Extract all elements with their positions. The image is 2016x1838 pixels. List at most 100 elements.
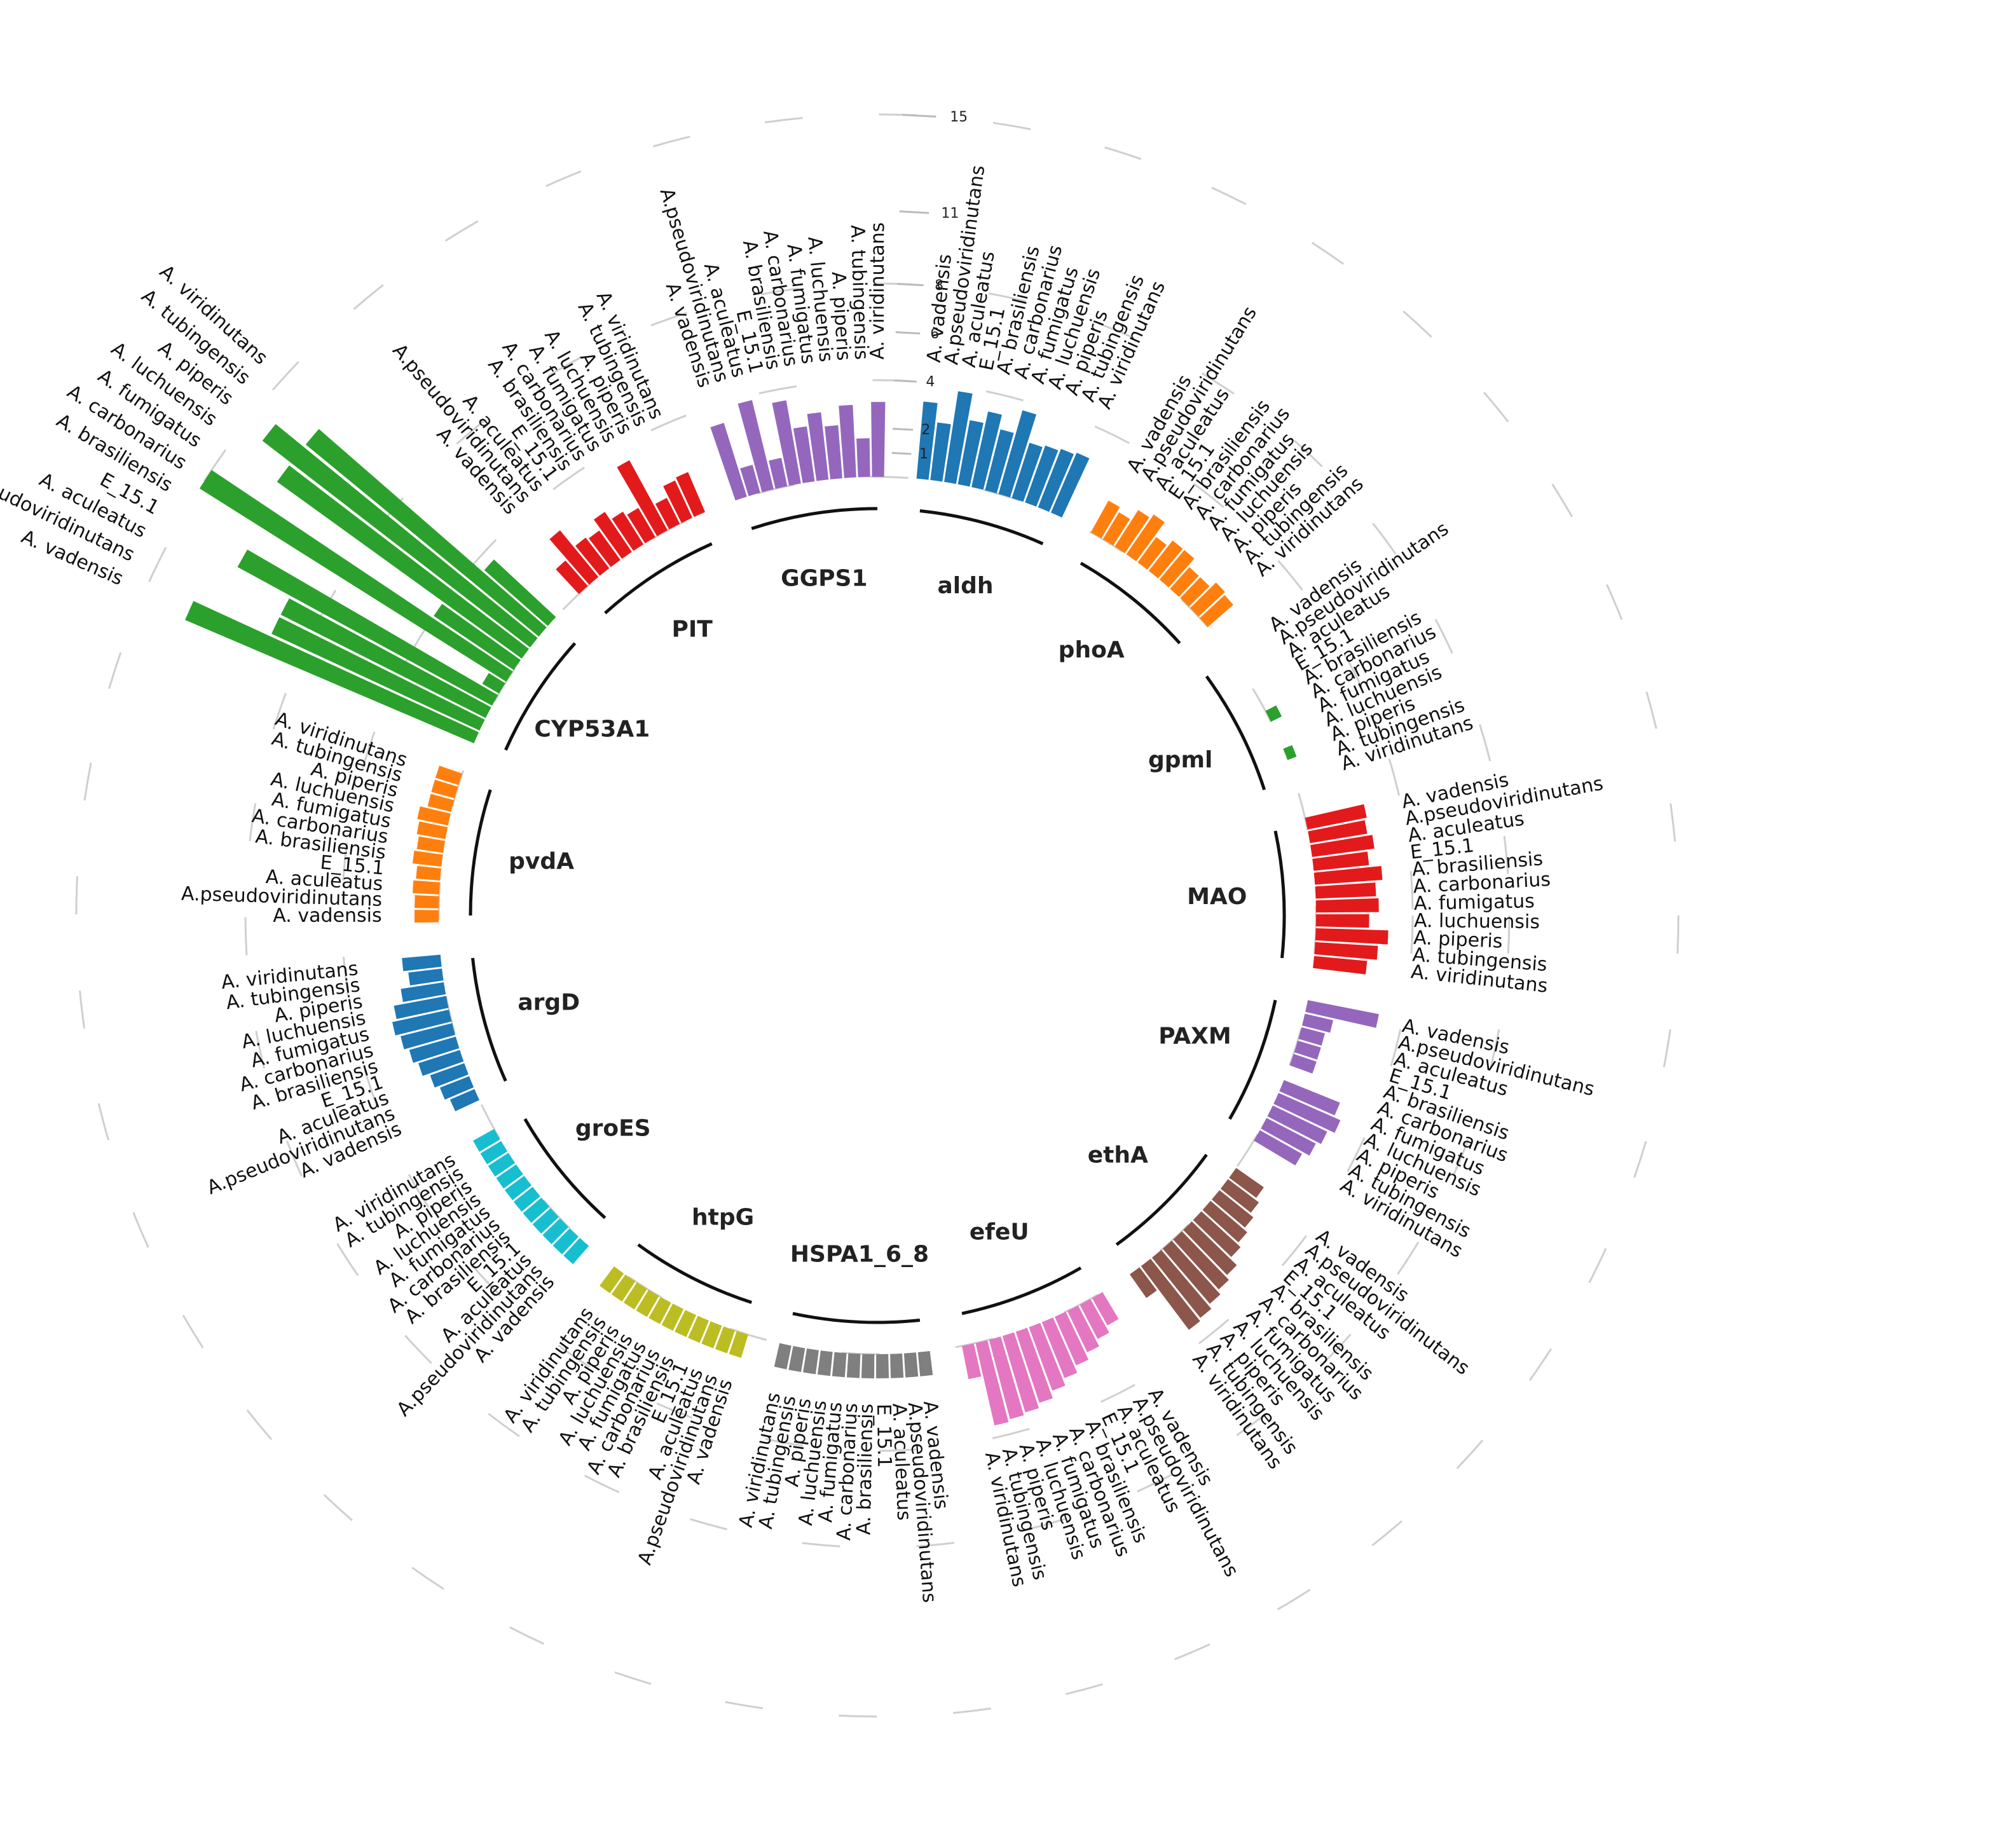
tick-label: 6 <box>930 326 939 342</box>
bar-cyp53a1-9 <box>305 429 547 637</box>
bar-aldh-3 <box>957 420 984 487</box>
bar-pit-5 <box>612 511 644 551</box>
bar-ggps1-3 <box>769 458 788 489</box>
bar-htpg-1 <box>715 1326 736 1354</box>
bar-argd-8 <box>401 982 446 1003</box>
bar-etha-8 <box>1151 1249 1212 1318</box>
bar-etha-2 <box>1211 1190 1254 1228</box>
species-label: E_15.1 <box>872 1404 895 1468</box>
gene-arc-cyp53a1 <box>504 642 577 751</box>
bar-pit-0 <box>556 560 588 594</box>
gene-arc-aldh <box>919 509 1044 545</box>
gene-label: groES <box>575 1116 651 1142</box>
bar-pvda-1 <box>415 895 439 909</box>
bar-paxm-8 <box>1267 1105 1327 1144</box>
bar-pit-9 <box>663 480 693 523</box>
gene-arc-groes <box>523 1118 607 1219</box>
bar-hspa1_6_8-8 <box>803 1348 819 1375</box>
bar-groes-3 <box>532 1208 559 1234</box>
species-label: A. tubingensis <box>846 224 872 360</box>
bar-htpg-2 <box>701 1321 722 1348</box>
bar-pvda-6 <box>416 821 448 839</box>
gene-arcs <box>469 507 1286 1324</box>
species-label: A. vadensis <box>273 905 381 927</box>
bar-efeu-4 <box>1041 1317 1078 1378</box>
bar-ggps1-10 <box>871 402 886 477</box>
bar-argd-3 <box>418 1050 464 1076</box>
gene-label: ethA <box>1088 1142 1148 1168</box>
bar-hspa1_6_8-3 <box>876 1354 889 1378</box>
bar-etha-5 <box>1183 1221 1237 1275</box>
bar-phoa-3 <box>1126 514 1165 561</box>
bar-cyp53a1-2 <box>280 598 491 718</box>
bar-phoa-10 <box>1200 595 1233 628</box>
bar-cyp53a1-8 <box>262 423 538 648</box>
bar-mao-2 <box>1310 835 1375 857</box>
bar-efeu-7 <box>1002 1332 1039 1413</box>
bar-mao-5 <box>1315 882 1376 899</box>
bar-pit-1 <box>549 530 599 585</box>
bar-hspa1_6_8-10 <box>774 1343 792 1369</box>
tick-mark <box>891 451 912 455</box>
bar-groes-0 <box>563 1238 589 1265</box>
gene-label: efeU <box>970 1219 1029 1245</box>
bar-htpg-5 <box>661 1303 684 1331</box>
bar-efeu-0 <box>1092 1292 1119 1326</box>
bar-mao-1 <box>1308 820 1368 844</box>
bar-pvda-7 <box>417 806 451 826</box>
bar-aldh-10 <box>1050 453 1090 518</box>
gene-arc-ggps1 <box>751 507 878 530</box>
bar-paxm-1 <box>1301 1013 1333 1033</box>
bar-cyp53a1-4 <box>482 673 505 694</box>
bar-aldh-7 <box>1011 442 1043 502</box>
gene-label: HSPA1_6_8 <box>790 1241 929 1267</box>
bar-argd-2 <box>430 1063 469 1088</box>
bar-phoa-4 <box>1137 537 1167 570</box>
bar-pit-6 <box>627 507 655 544</box>
gene-label: aldh <box>937 573 993 599</box>
bar-paxm-0 <box>1305 1000 1379 1028</box>
tick-mark <box>902 114 936 118</box>
tick-mark <box>894 379 917 383</box>
bar-paxm-10 <box>1254 1130 1302 1166</box>
bar-gpml-5 <box>1265 705 1282 722</box>
gene-label: gpml <box>1148 747 1212 773</box>
bar-ggps1-7 <box>825 425 842 479</box>
species-label: A. piperis <box>827 271 855 361</box>
bar-aldh-0 <box>916 401 938 480</box>
bar-pvda-2 <box>413 880 440 895</box>
tick-mark <box>899 210 929 214</box>
bar-etha-6 <box>1173 1231 1229 1290</box>
species-label: A. aculeatus <box>888 1403 915 1521</box>
bar-ggps1-1 <box>740 465 760 497</box>
tick-mark <box>897 282 924 287</box>
tick-label: 2 <box>921 422 930 438</box>
bar-etha-10 <box>1129 1267 1157 1298</box>
bar-htpg-0 <box>729 1331 748 1358</box>
gene-label: PAXM <box>1158 1024 1231 1050</box>
gene-arc-htpg <box>637 1243 753 1305</box>
bar-ggps1-9 <box>856 438 870 477</box>
bar-hspa1_6_8-4 <box>861 1354 875 1378</box>
bar-pvda-10 <box>435 765 463 785</box>
bar-ggps1-5 <box>793 426 815 484</box>
bar-mao-4 <box>1313 866 1383 885</box>
bar-efeu-10 <box>962 1343 982 1380</box>
bar-hspa1_6_8-9 <box>788 1346 806 1373</box>
bar-cyp53a1-3 <box>237 549 498 706</box>
bar-efeu-8 <box>989 1336 1024 1420</box>
bar-ggps1-8 <box>839 404 856 478</box>
bar-etha-9 <box>1141 1258 1200 1330</box>
bar-pit-8 <box>655 498 680 530</box>
bar-mao-7 <box>1315 914 1369 928</box>
bar-phoa-1 <box>1102 512 1130 546</box>
bar-argd-0 <box>449 1088 480 1111</box>
gene-label: argD <box>518 989 580 1015</box>
species-label: A. brasiliensis <box>853 1403 877 1535</box>
bar-paxm-3 <box>1294 1040 1321 1060</box>
bar-phoa-6 <box>1159 550 1195 588</box>
bar-argd-4 <box>409 1036 460 1063</box>
bar-efeu-5 <box>1029 1322 1066 1391</box>
bar-hspa1_6_8-7 <box>817 1350 833 1376</box>
